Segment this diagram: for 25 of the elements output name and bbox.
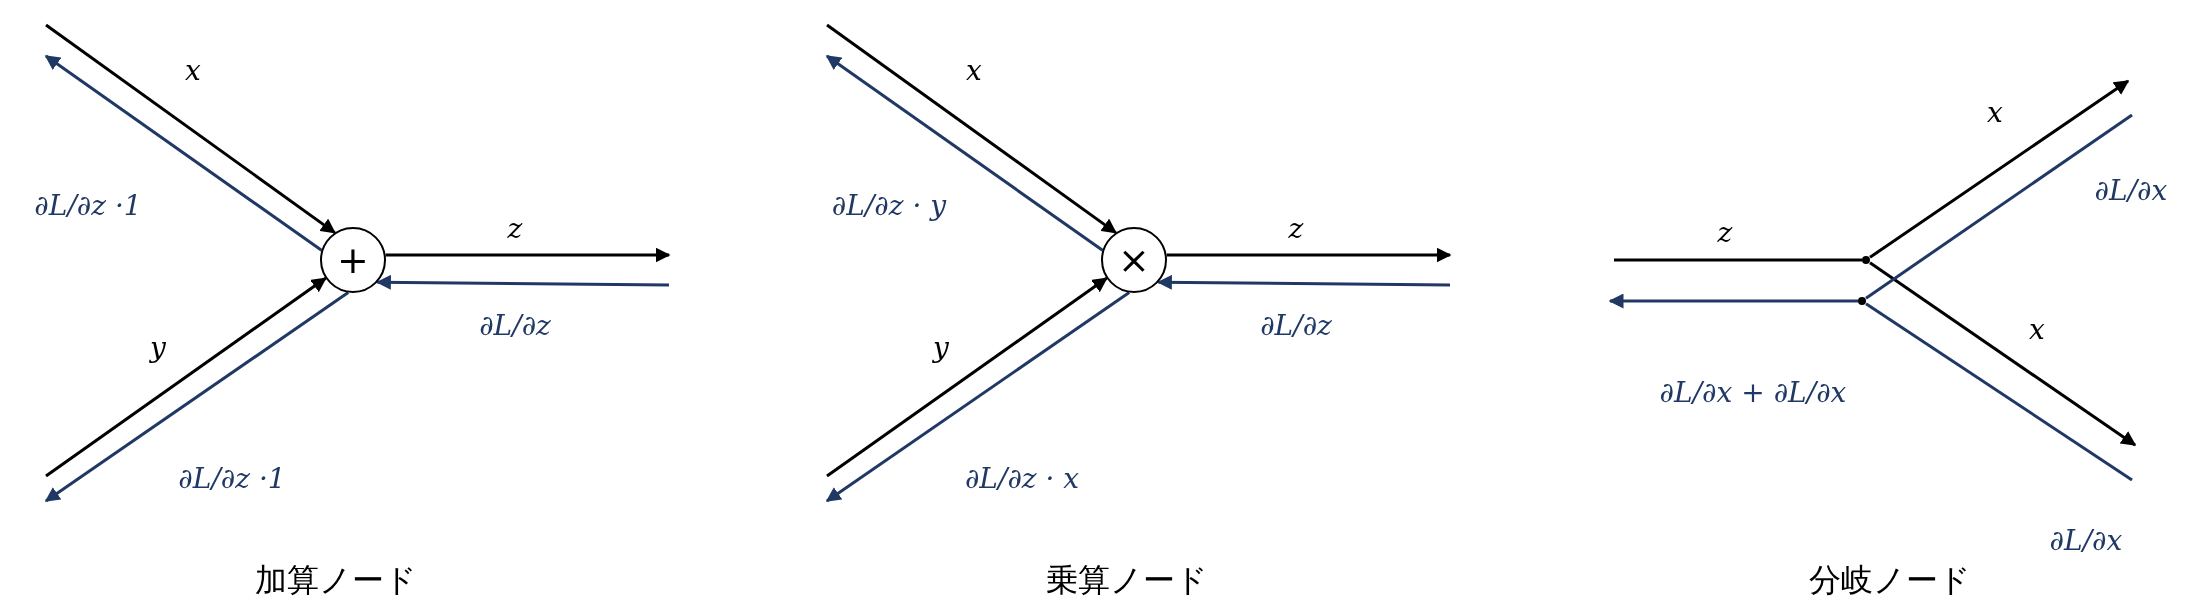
arrow	[825, 54, 1104, 252]
arrow	[1608, 293, 1858, 309]
junction-point	[1858, 297, 1866, 305]
arrow	[1166, 247, 1452, 263]
arrow	[1869, 261, 2137, 447]
arrow	[826, 23, 1117, 234]
arrow	[44, 54, 323, 252]
connector-line	[1614, 258, 1862, 262]
connector-line	[1865, 113, 2133, 300]
arrow	[825, 291, 1131, 503]
arrow	[1156, 274, 1450, 290]
node-caption: 加算ノード	[255, 560, 417, 601]
operator-circle: ×	[1101, 227, 1167, 293]
arrow	[1869, 79, 2130, 259]
node-caption: 分岐ノード	[1809, 560, 1971, 601]
arrow	[826, 277, 1108, 478]
connector-line	[1865, 302, 2133, 482]
arrow	[45, 277, 327, 478]
node-caption: 乗算ノード	[1046, 560, 1208, 601]
operator-circle: +	[320, 227, 386, 293]
arrow	[45, 23, 336, 234]
junction-point	[1862, 256, 1870, 264]
arrow	[375, 274, 669, 290]
arrow	[44, 291, 350, 503]
arrow	[385, 247, 671, 263]
